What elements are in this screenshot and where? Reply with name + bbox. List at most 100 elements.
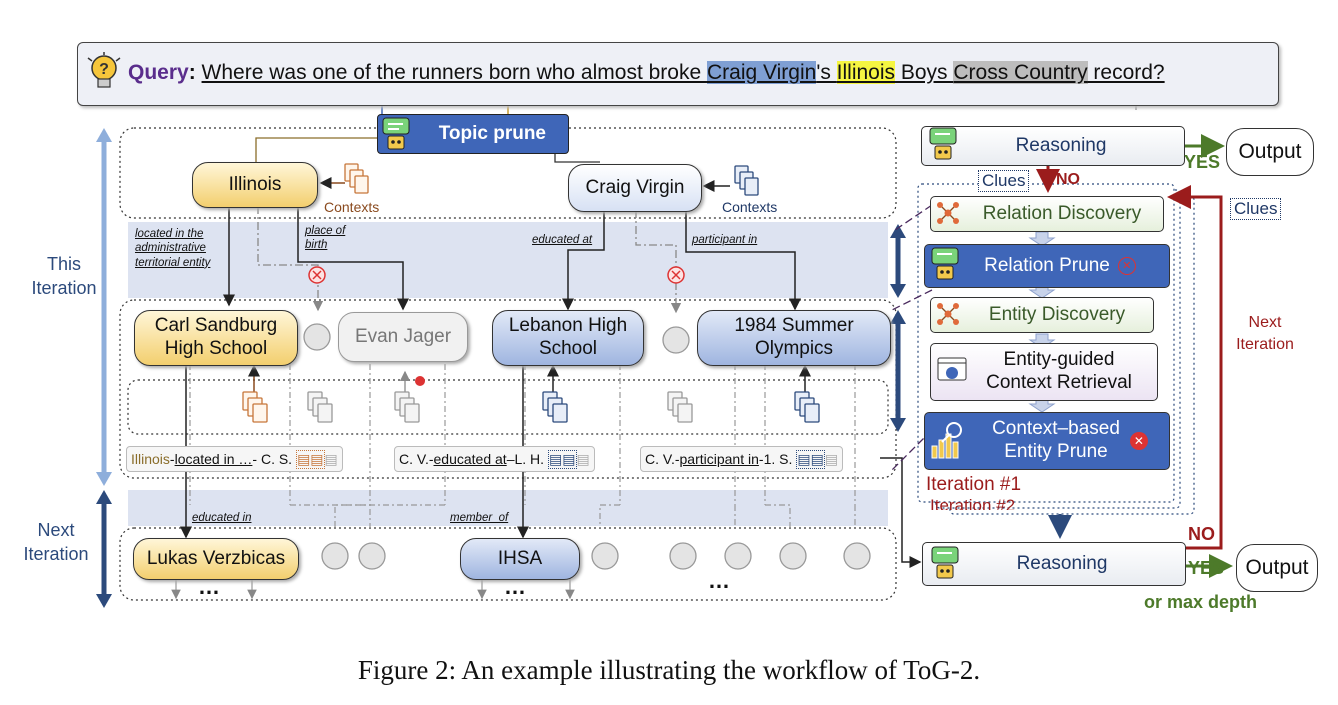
- clues-label-2: Clues: [1230, 198, 1282, 220]
- triple-sep: -: [169, 451, 175, 467]
- reasoning-bottom-label: Reasoning: [1016, 552, 1108, 574]
- query-entity-craig: Craig Virgin: [706, 61, 817, 84]
- relation-discovery-label: Relation Discovery: [982, 202, 1142, 224]
- topic-entity-illinois: Illinois: [192, 162, 318, 208]
- graph-icon: [934, 199, 962, 232]
- yes-label-top: YES: [1184, 152, 1221, 172]
- relation-participant-in: participant in: [692, 234, 758, 246]
- triple-head: Illinois: [131, 451, 170, 467]
- relation-member-of: member_of: [450, 512, 509, 524]
- doc-icon-group: [242, 163, 820, 423]
- this-iteration-line2: Iteration: [31, 278, 97, 299]
- doc-icon: ▤▤: [296, 449, 325, 469]
- or-max-depth-label: or max depth: [1144, 592, 1258, 612]
- svg-text:?: ?: [99, 61, 109, 78]
- context-prune-line1: Context–based: [992, 418, 1120, 440]
- context-entity-prune-box: Context–based Entity Prune ✕: [924, 412, 1170, 470]
- triple-head: C. V.: [399, 451, 429, 467]
- triple-tail: - C. S.: [252, 451, 293, 467]
- web-browser-icon: [937, 355, 967, 390]
- triple-relation: located in …: [174, 451, 253, 467]
- query-text: Query: Where was one of the runners born…: [128, 61, 1165, 84]
- triple-head: C. V.: [645, 451, 675, 467]
- robot-icon: [928, 126, 958, 167]
- query-label: Query: [128, 61, 189, 84]
- triple-relation: educated at: [433, 451, 507, 467]
- next-iteration-label: Next Iteration: [14, 518, 98, 567]
- this-iteration-label: This Iteration: [24, 252, 104, 301]
- iteration-1-label: Iteration #1: [926, 474, 1022, 495]
- query-entity-illinois: Illinois: [836, 61, 896, 84]
- prune-x-icon: ✕: [1117, 257, 1136, 275]
- relation-place-of-birth: place of birth: [305, 225, 346, 252]
- robot-icon: [930, 545, 960, 586]
- relation-prune-label: Relation Prune: [984, 254, 1110, 276]
- clues-label-1: Clues: [978, 170, 1030, 192]
- context-prune-line2: Entity Prune: [1004, 441, 1108, 462]
- relation-educated-in: educated in: [192, 512, 252, 524]
- graph-icon: [934, 300, 962, 333]
- next-iteration-loop-line1: Next: [1248, 314, 1282, 331]
- robot-icon: [930, 246, 960, 287]
- iteration-2-label: Iteration #2: [930, 496, 1016, 510]
- doc-container: [127, 379, 889, 435]
- triple-tail: –L. H.: [506, 451, 545, 467]
- next-iteration-line2: Iteration: [23, 544, 89, 565]
- yes-label-bottom: YES: [1188, 558, 1225, 578]
- doc-icon: ▤: [324, 450, 338, 467]
- triple-sep: -: [428, 451, 434, 467]
- this-iteration-line1: This: [46, 254, 81, 274]
- chart-search-icon: [930, 420, 968, 465]
- entity-carl-sandburg: Carl Sandburg High School: [134, 310, 298, 366]
- entity-lukas-verzbicas: Lukas Verzbicas: [133, 538, 299, 580]
- triple-illinois: Illinois - located in … - C. S. ▤▤▤: [126, 446, 343, 472]
- entity-container: [119, 299, 897, 479]
- query-prefix: Where was one of the runners born who al…: [201, 61, 707, 84]
- relation-discovery-box: Relation Discovery: [930, 196, 1164, 232]
- relation-band: [128, 222, 888, 298]
- llm-robot-icon: [381, 116, 411, 157]
- relation-educated-at: educated at: [532, 234, 593, 246]
- doc-icon: ▤▤: [548, 449, 577, 469]
- query-entity-cross-country: Cross Country: [953, 61, 1088, 84]
- triple-sep: -: [674, 451, 680, 467]
- relation-prune-box: Relation Prune ✕: [924, 244, 1170, 288]
- next-iteration-loop-line2: Iteration: [1236, 335, 1294, 353]
- entity-ihsa: IHSA: [460, 538, 580, 580]
- triple-tail: -1. S.: [758, 451, 793, 467]
- entity-guided-retrieval-box: Entity-guided Context Retrieval: [930, 343, 1158, 401]
- entity-evan-jager: Evan Jager: [338, 312, 468, 362]
- relation-located-in: located in the administrative territoria…: [135, 228, 211, 269]
- figure-caption: Figure 2: An example illustrating the wo…: [357, 655, 981, 685]
- ellipsis-3: …: [708, 568, 733, 593]
- lightbulb-icon: ?: [86, 52, 122, 92]
- topic-entity-craig-virgin: Craig Virgin: [568, 164, 702, 212]
- output-top: Output: [1226, 128, 1314, 176]
- ellipsis-1: …: [198, 574, 223, 599]
- doc-icon: ▤▤: [796, 449, 825, 469]
- next-iteration-line1: Next: [37, 520, 75, 540]
- prune-x-icon: ✕: [1129, 432, 1148, 450]
- entity-1984-olympics: 1984 Summer Olympics: [697, 310, 891, 366]
- entity-lebanon-high-school: Lebanon High School: [492, 310, 644, 366]
- no-label-bottom: NO: [1188, 524, 1215, 544]
- triple-relation: participant in: [679, 451, 759, 467]
- entity-discovery-box: Entity Discovery: [930, 297, 1154, 333]
- contexts-label-craig: Contexts: [722, 199, 778, 215]
- reasoning-top: Reasoning: [921, 126, 1185, 166]
- topic-prune-label: Topic prune: [438, 123, 546, 144]
- topic-container: [119, 127, 897, 219]
- relation-band-2: [128, 490, 888, 526]
- entity-discovery-label: Entity Discovery: [988, 303, 1126, 325]
- doc-icon: ▤: [824, 450, 839, 467]
- query-mid1: 's: [816, 61, 837, 84]
- reasoning-top-label: Reasoning: [1015, 134, 1107, 156]
- triple-educated-at: C. V.-educated at–L. H. ▤▤▤: [394, 446, 595, 472]
- no-label-top: NO: [1056, 171, 1080, 188]
- ellipsis-2: …: [504, 574, 529, 599]
- query-suffix: record?: [1087, 61, 1165, 84]
- query-mid2: Boys: [895, 61, 954, 84]
- reasoning-bottom: Reasoning: [922, 542, 1186, 586]
- next-iteration-loop-label: Next Iteration: [1228, 312, 1302, 355]
- doc-icon: ▤: [576, 450, 590, 467]
